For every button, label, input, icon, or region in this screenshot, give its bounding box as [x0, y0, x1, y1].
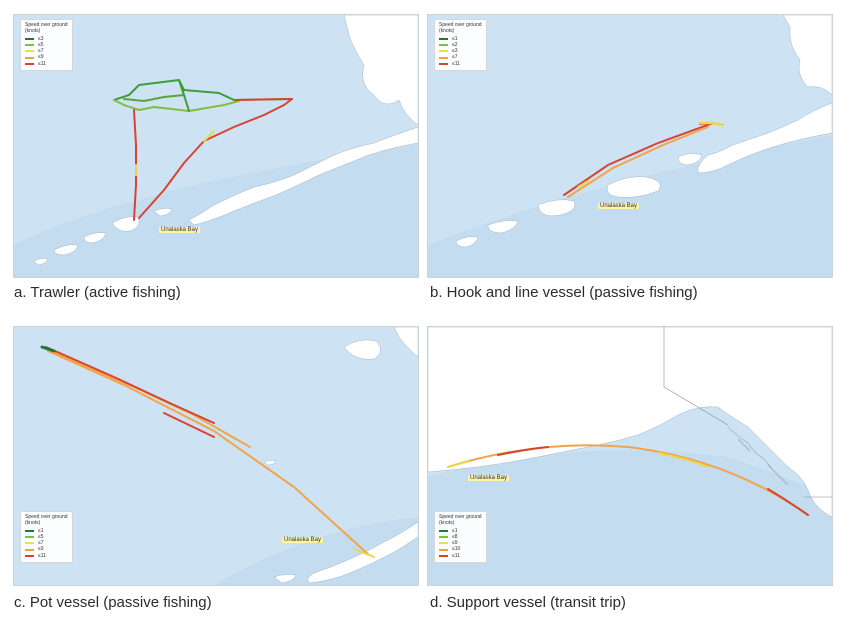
caption-trawler: a. Trawler (active fishing) — [14, 284, 181, 301]
legend-row: ≤2 — [439, 42, 482, 48]
legend-swatch — [25, 62, 34, 65]
legend-label: ≤11 — [452, 552, 460, 559]
legend-row: ≤1 — [439, 528, 482, 534]
legend-label: ≤11 — [38, 60, 46, 67]
legend-label: ≤7 — [38, 540, 44, 547]
legend-row: ≤11 — [25, 553, 68, 559]
legend-row: ≤1 — [439, 36, 482, 42]
legend-label: ≤3 — [452, 48, 458, 55]
caption-pot-vessel: c. Pot vessel (passive fishing) — [14, 594, 212, 611]
caption-support-vessel: d. Support vessel (transit trip) — [430, 594, 626, 611]
legend-label: ≤10 — [452, 546, 461, 553]
legend-swatch — [25, 536, 34, 539]
legend-swatch — [439, 548, 448, 551]
legend-label: ≤5 — [38, 533, 44, 540]
place-label-unalaska: Unalaska Bay — [468, 475, 510, 481]
legend-label: ≤9 — [38, 546, 44, 553]
legend-swatch — [25, 37, 34, 40]
legend-row: ≤5 — [25, 42, 68, 48]
hook-line-map — [428, 15, 832, 277]
map-panel-support-vessel: Speed over ground (knots) ≤1 ≤8 ≤9 ≤10 ≤… — [427, 326, 833, 586]
legend-swatch — [25, 56, 34, 59]
legend-swatch — [25, 529, 34, 532]
legend-swatch — [439, 44, 448, 47]
legend-support-vessel: Speed over ground (knots) ≤1 ≤8 ≤9 ≤10 ≤… — [434, 511, 487, 564]
legend-row: ≤5 — [25, 534, 68, 540]
legend-swatch — [439, 62, 448, 65]
legend-swatch — [25, 50, 34, 53]
legend-swatch — [439, 37, 448, 40]
support-vessel-map — [428, 327, 832, 585]
place-label-unalaska: Unalaska Bay — [159, 227, 201, 233]
legend-label: ≤7 — [38, 48, 44, 55]
map-panel-trawler: Speed over ground (knots) ≤3 ≤5 ≤7 ≤9 ≤1… — [13, 14, 419, 278]
legend-row: ≤3 — [439, 48, 482, 54]
legend-row: ≤8 — [439, 534, 482, 540]
legend-row: ≤1 — [25, 528, 68, 534]
legend-swatch — [25, 542, 34, 545]
legend-swatch — [439, 50, 448, 53]
legend-row: ≤11 — [439, 61, 482, 67]
legend-pot-vessel: Speed over ground (knots) ≤1 ≤5 ≤7 ≤9 ≤1… — [20, 511, 73, 564]
legend-label: ≤1 — [452, 527, 458, 534]
legend-hook-and-line: Speed over ground (knots) ≤1 ≤2 ≤3 ≤7 ≤1… — [434, 19, 487, 72]
legend-label: ≤11 — [452, 60, 460, 67]
legend-swatch — [439, 536, 448, 539]
legend-swatch — [439, 554, 448, 557]
legend-row: ≤7 — [25, 540, 68, 546]
legend-label: ≤9 — [38, 54, 44, 61]
legend-swatch — [439, 542, 448, 545]
legend-swatch — [439, 56, 448, 59]
legend-label: ≤2 — [452, 41, 458, 48]
caption-hook-and-line: b. Hook and line vessel (passive fishing… — [430, 284, 698, 301]
legend-swatch — [25, 44, 34, 47]
trawler-map — [14, 15, 418, 277]
legend-label: ≤11 — [38, 552, 46, 559]
legend-row: ≤11 — [439, 553, 482, 559]
legend-row: ≤11 — [25, 61, 68, 67]
legend-label: ≤1 — [452, 35, 458, 42]
legend-row: ≤10 — [439, 546, 482, 552]
map-panel-pot-vessel: Speed over ground (knots) ≤1 ≤5 ≤7 ≤9 ≤1… — [13, 326, 419, 586]
legend-swatch — [439, 529, 448, 532]
legend-row: ≤7 — [439, 54, 482, 60]
legend-label: ≤1 — [38, 527, 44, 534]
legend-trawler: Speed over ground (knots) ≤3 ≤5 ≤7 ≤9 ≤1… — [20, 19, 73, 72]
pot-vessel-map — [14, 327, 418, 585]
legend-title: Speed over ground (knots) — [25, 22, 68, 35]
legend-row: ≤7 — [25, 48, 68, 54]
map-panel-hook-and-line: Speed over ground (knots) ≤1 ≤2 ≤3 ≤7 ≤1… — [427, 14, 833, 278]
legend-row: ≤9 — [439, 540, 482, 546]
legend-label: ≤9 — [452, 540, 458, 547]
legend-label: ≤7 — [452, 54, 458, 61]
legend-swatch — [25, 554, 34, 557]
legend-title: Speed over ground (knots) — [25, 514, 68, 527]
legend-label: ≤3 — [38, 35, 44, 42]
legend-row: ≤9 — [25, 54, 68, 60]
legend-title: Speed over ground (knots) — [439, 514, 482, 527]
legend-label: ≤5 — [38, 41, 44, 48]
legend-swatch — [25, 548, 34, 551]
place-label-unalaska: Unalaska Bay — [282, 537, 324, 543]
legend-label: ≤8 — [452, 533, 458, 540]
legend-row: ≤9 — [25, 546, 68, 552]
legend-row: ≤3 — [25, 36, 68, 42]
legend-title: Speed over ground (knots) — [439, 22, 482, 35]
place-label-unalaska: Unalaska Bay — [598, 203, 640, 209]
